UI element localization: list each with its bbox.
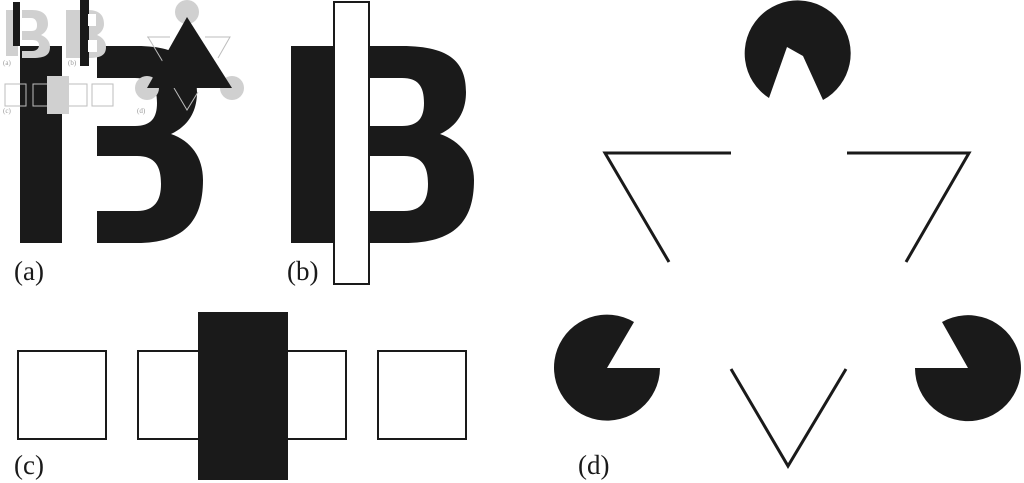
inducer-bottom-left: [554, 314, 660, 421]
inset-thumbnail: [4, 0, 244, 114]
inducer-bottom-right: [914, 315, 1021, 422]
occluder-bar: [333, 1, 370, 285]
panel-label-d: (d): [578, 450, 610, 480]
inset-c-occluder: [47, 76, 69, 114]
b-stem: [291, 46, 335, 243]
inset-label-b: (b): [68, 59, 77, 67]
outline-bottom-corner: [729, 368, 848, 469]
panel-b: [291, 1, 474, 285]
inset-d-kanizsa: [135, 0, 244, 111]
panel-label-a: (a): [14, 256, 44, 286]
b-bowls: [362, 46, 474, 243]
square-4: [377, 350, 467, 440]
panel-label-c: (c): [14, 450, 44, 480]
inducer-top: [744, 0, 851, 101]
b-bowls-fragment: [97, 46, 203, 243]
square-1: [17, 350, 107, 440]
outline-right-corner: [847, 151, 972, 263]
inset-b-letter: [66, 0, 106, 66]
inset-a-letter: [6, 2, 50, 58]
inset-label-d: (d): [137, 107, 146, 115]
outline-left-corner: [602, 151, 731, 263]
b-stem-fragment: [20, 46, 62, 243]
panel-d: [554, 0, 1021, 469]
inset-d-black-triangle: [147, 17, 232, 88]
panel-c: [17, 312, 467, 480]
black-occluder: [198, 312, 288, 480]
inset-label-c: (c): [3, 107, 11, 115]
inset-label-a: (a): [3, 59, 11, 67]
panel-label-b: (b): [287, 256, 319, 286]
